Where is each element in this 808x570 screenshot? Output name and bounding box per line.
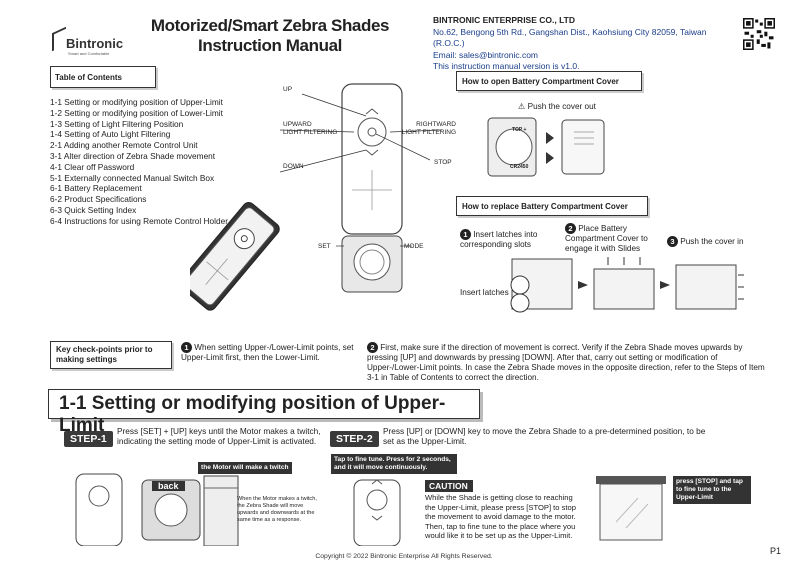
replace-step-2-text: Place Battery Compartment Cover to engag…: [565, 224, 648, 253]
step-1-badge: STEP-1: [64, 431, 113, 447]
label-set: SET: [318, 243, 331, 250]
key-point-1-text: When setting Upper-/Lower-Limit points, …: [181, 343, 354, 362]
title-line1: Motorized/Smart Zebra Shades: [150, 16, 390, 35]
replace-step-1-text: Insert latches into corresponding slots: [460, 230, 538, 249]
shade-illustration: [596, 476, 666, 541]
toc-item: 1-1 Setting or modifying position of Upp…: [50, 97, 223, 107]
tap-note-line-2: and it will move continuously.: [334, 464, 428, 471]
tap-note-line-1: Tap to fine tune. Press for 2 seconds,: [334, 456, 451, 463]
toc-item: 2-1 Adding another Remote Control Unit: [50, 140, 198, 151]
back-label: back: [152, 481, 185, 491]
toc-item: 3-1 Alter direction of Zebra Shade movem…: [50, 150, 216, 161]
step-2-text: Press [UP] or [DOWN] key to move the Zeb…: [383, 426, 706, 447]
caution-label: CAUTION: [425, 480, 473, 492]
step-1-illustration: [75, 473, 239, 546]
toc-item: 6-4 Instructions for using Remote Contro…: [50, 215, 229, 226]
title-line2: Instruction Manual: [198, 36, 342, 55]
stop-fine-tune-note: press [STOP] and tap to fine tune to the…: [673, 476, 751, 504]
push-cover-out: ⚠ Push the cover out: [518, 102, 596, 112]
battery-replace-illustration: [510, 257, 744, 313]
brand-logo: Bintronic Smart and Comfortable: [52, 26, 162, 58]
toc-item: 1-3 Setting of Light Filtering Position: [50, 118, 184, 129]
company-name: BINTRONIC ENTERPRISE CO., LTD: [433, 15, 575, 25]
manual-title: Motorized/Smart Zebra Shades Instruction…: [150, 16, 390, 56]
key-point-1: 1 When setting Upper-/Lower-Limit points…: [181, 342, 363, 363]
toc-item: 5-1 Externally connected Manual Switch B…: [50, 172, 215, 183]
toc-item: 6-2 Product Specifications: [50, 194, 147, 205]
key-points-title: Key check-points prior to making setting…: [50, 341, 172, 369]
step-2-badge: STEP-2: [330, 431, 379, 447]
replace-step-3: 3 Push the cover in: [667, 236, 787, 247]
label-upward-2: LIGHT FILTERING: [283, 129, 338, 136]
step-number-3: 3: [667, 236, 678, 247]
remote-control-illustration: [190, 83, 443, 311]
motor-note: When the Motor makes a twitch, the Zebra…: [237, 496, 317, 523]
toc-item: 1-4 Setting of Auto Light Filtering: [50, 129, 171, 140]
battery-model: CR2450: [510, 164, 529, 170]
logo-brand: Bintronic: [66, 36, 124, 51]
replace-step-1: 1 Insert latches into corresponding slot…: [460, 229, 560, 250]
toc-item: 6-3 Quick Setting Index: [50, 204, 137, 215]
step-number-1: 1: [460, 229, 471, 240]
label-mode: MODE: [404, 243, 424, 250]
replace-step-3-text: Push the cover in: [680, 237, 744, 246]
key-point-2-text: First, make sure if the direction of mov…: [367, 343, 765, 382]
logo-tagline: Smart and Comfortable: [68, 51, 110, 56]
page-number: P1: [770, 546, 782, 556]
company-address: No.62, Bengong 5th Rd., Gangshan Dist., …: [433, 26, 707, 49]
qr-code-icon: [743, 18, 775, 50]
label-down: DOWN: [283, 163, 304, 170]
battery-open-title: How to open Battery Compartment Cover: [456, 71, 642, 91]
company-email: Email: sales@bintronic.com: [433, 49, 538, 60]
step-number-2: 2: [565, 223, 576, 234]
toc-item: 4-1 Clear off Password: [50, 161, 135, 172]
copyright: Copyright © 2022 Bintronic Enterprise Al…: [315, 553, 493, 560]
battery-open-illustration: [487, 117, 605, 177]
key-point-2: 2 First, make sure if the direction of m…: [367, 342, 767, 383]
tap-note: Tap to fine tune. Press for 2 seconds, a…: [331, 454, 457, 474]
insert-latches-label: Insert latches: [460, 288, 509, 297]
label-up: UP: [283, 86, 293, 93]
push-cover-out-text: Push the cover out: [527, 102, 596, 111]
step-2-remote-illustration: [353, 479, 401, 546]
replace-step-2: 2 Place Battery Compartment Cover to eng…: [565, 223, 669, 254]
label-stop: STOP: [434, 159, 452, 166]
warning-icon: ⚠: [518, 102, 526, 111]
toc-title: Table of Contents: [50, 66, 156, 88]
company-info: BINTRONIC ENTERPRISE CO., LTD No.62, Ben…: [433, 15, 733, 73]
toc-item: 6-1 Battery Replacement: [50, 183, 142, 194]
toc-list: 1-1 Setting or modifying position of Upp…: [50, 97, 280, 227]
logo-mark-icon: [52, 26, 66, 52]
label-upward: UPWARD: [283, 121, 312, 128]
toc-item: 1-2 Setting or modifying position of Low…: [50, 107, 223, 118]
label-rightward-2: LIGHT FILTERING: [401, 129, 456, 136]
caution-text: While the Shade is getting close to reac…: [425, 493, 576, 541]
twitch-note: the Motor will make a twitch: [198, 462, 292, 474]
key-point-number-1: 1: [181, 342, 192, 353]
step-1-text: Press [SET] + [UP] keys until the Motor …: [117, 426, 321, 447]
label-rightward: RIGHTWARD: [416, 121, 456, 128]
battery-replace-title: How to replace Battery Compartment Cover: [456, 196, 648, 216]
manual-version: This instruction manual version is v1.0.: [433, 61, 580, 71]
key-point-number-2: 2: [367, 342, 378, 353]
battery-top-label: TOP +: [512, 127, 527, 133]
section-title: 1-1 Setting or modifying position of Upp…: [48, 389, 480, 436]
